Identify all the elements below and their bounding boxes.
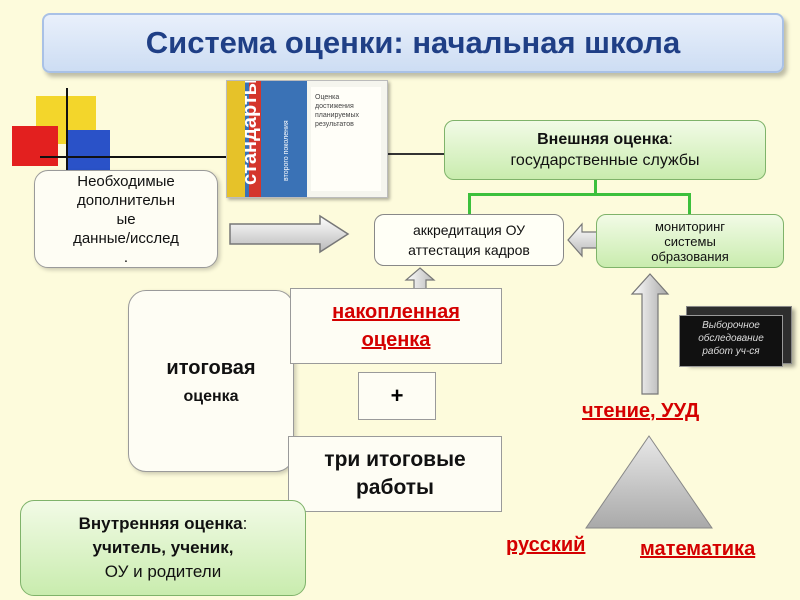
- internal-line-3: ОУ и родители: [104, 562, 222, 581]
- accreditation-box: аккредитация ОУ аттестация кадров: [374, 214, 564, 266]
- decor-vertical-line: [66, 88, 68, 198]
- three-works-box: три итоговые работы: [288, 436, 502, 512]
- book-left-cover: стандарты второго поколения: [227, 81, 307, 197]
- monitoring-line-2: системы: [664, 233, 716, 249]
- internal-assessment-box: Внутренняя оценка: учитель, ученик, ОУ и…: [20, 500, 306, 596]
- title-banner: Система оценки: начальная школа: [42, 13, 784, 73]
- book-right-page: Оценка достижения планируемых результато…: [311, 87, 381, 191]
- cumulative-line-2: оценка: [361, 329, 431, 351]
- three-works-line-1: три итоговые: [324, 448, 466, 471]
- final-line-1: итоговая: [166, 356, 256, 379]
- arrow-left-icon: [567, 222, 599, 258]
- page-title: Система оценки: начальная школа: [145, 25, 681, 60]
- book-right-text: Оценка достижения планируемых результато…: [315, 94, 360, 128]
- math-label: математика: [640, 538, 756, 560]
- monitoring-line-3: образования: [651, 248, 729, 264]
- internal-heading: Внутренняя оценка: [78, 514, 243, 533]
- plus-sign: +: [390, 383, 404, 408]
- arrow-right-icon: [229, 214, 350, 254]
- connector-green-vertical: [594, 180, 597, 194]
- monitoring-line-1: мониторинг: [654, 218, 726, 234]
- accreditation-line-1: аккредитация ОУ: [412, 222, 526, 238]
- arrow-up-large-icon: [630, 273, 670, 395]
- standards-book-image: стандарты второго поколения Оценка дости…: [226, 80, 388, 198]
- connector-line-external: [388, 153, 444, 155]
- reading-label: чтение, УУД: [582, 400, 700, 422]
- book-cover-sub: второго поколения: [283, 120, 290, 181]
- sample-survey-label: Выборочное обследование работ уч-ся: [679, 306, 792, 367]
- external-heading: Внешняя оценка: [537, 130, 669, 148]
- decor-blue-square: [68, 130, 110, 172]
- additional-data-box: Необходимые дополнительн ые данные/иссле…: [34, 170, 218, 268]
- final-line-2: оценка: [183, 387, 239, 405]
- external-subtitle: государственные службы: [510, 151, 700, 169]
- cumulative-line-1: накопленная: [332, 301, 460, 323]
- three-works-line-2: работы: [355, 476, 434, 499]
- decor-red-square: [12, 126, 58, 166]
- sample-line-3: работ уч-ся: [702, 346, 760, 357]
- plus-box: +: [358, 372, 436, 420]
- accreditation-line-2: аттестация кадров: [408, 242, 530, 258]
- additional-line-5: .: [123, 248, 129, 266]
- internal-line-2: учитель, ученик,: [92, 538, 234, 557]
- internal-colon: :: [242, 514, 248, 533]
- final-assessment-box: итоговая оценка: [128, 290, 294, 472]
- connector-green-right: [688, 193, 691, 215]
- sample-line-2: обследование: [698, 333, 764, 344]
- additional-line-3: ые: [116, 210, 136, 228]
- external-colon: :: [668, 130, 673, 148]
- external-assessment-box: Внешняя оценка: государственные службы: [444, 120, 766, 180]
- subjects-triangle: [585, 435, 713, 529]
- russian-label: русский: [506, 534, 586, 556]
- cumulative-assessment-box: накопленная оценка: [290, 288, 502, 364]
- connector-green-horizontal: [468, 193, 690, 196]
- sample-line-1: Выборочное: [702, 320, 760, 331]
- monitoring-box: мониторинг системы образования: [596, 214, 784, 268]
- additional-line-2: дополнительн: [76, 191, 176, 209]
- book-cover-title: стандарты: [239, 80, 261, 185]
- additional-line-1: Необходимые: [77, 172, 175, 190]
- additional-line-4: данные/исслед: [73, 229, 179, 247]
- decor-horizontal-line: [40, 156, 230, 158]
- connector-green-left: [468, 193, 471, 215]
